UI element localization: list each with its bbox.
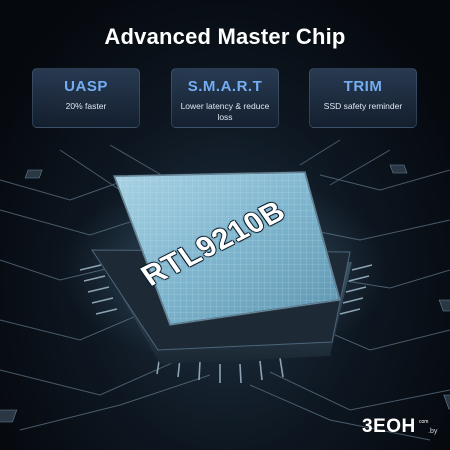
- feature-description: 20% faster: [65, 101, 107, 111]
- chip-pins: [79, 264, 373, 384]
- feature-cards: UASP 20% faster S.M.A.R.T Lower latency …: [32, 68, 418, 130]
- feature-card-trim: TRIM SSD safety reminder: [309, 68, 417, 128]
- feature-description: SSD safety reminder: [323, 101, 403, 111]
- watermark-suffix: .by: [428, 428, 438, 435]
- board-components: [0, 164, 450, 423]
- feature-title: UASP: [64, 78, 108, 95]
- chip: [91, 170, 352, 364]
- feature-description: Lower latency & reduce loss: [180, 101, 270, 122]
- watermark-main: 3EOH: [362, 416, 416, 437]
- feature-title: S.M.A.R.T: [187, 78, 263, 95]
- feature-card-uasp: UASP 20% faster: [32, 68, 140, 128]
- watermark-side: com: [419, 419, 429, 442]
- page-title: Advanced Master Chip: [104, 24, 346, 49]
- feature-card-smart: S.M.A.R.T Lower latency & reduce loss: [171, 68, 279, 128]
- watermark-logo: 3EOH com .by: [362, 416, 446, 446]
- feature-title: TRIM: [343, 78, 383, 95]
- watermark-side-text: com: [419, 419, 429, 425]
